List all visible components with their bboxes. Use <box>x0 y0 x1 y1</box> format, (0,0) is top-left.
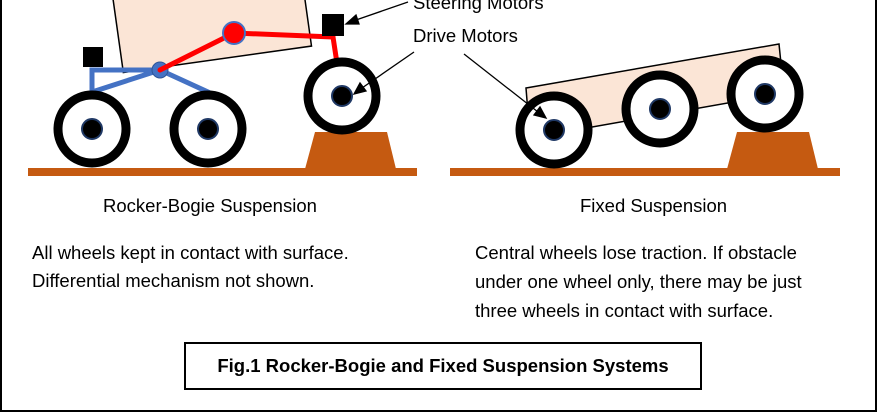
wheel <box>621 70 699 148</box>
drive-motors-arrow-left <box>352 51 415 95</box>
fixed-suspension-illustration <box>450 43 840 176</box>
fixed-description-line: under one wheel only, there may be just <box>475 271 802 292</box>
fixed-description-line: Central wheels lose traction. If obstacl… <box>475 242 797 263</box>
drive-motors-label: Drive Motors <box>413 25 518 46</box>
steering-motors-arrow <box>344 1 409 25</box>
ground-left <box>28 168 417 176</box>
wheel <box>53 90 131 168</box>
steering-motors-label: Steering Motors <box>413 0 544 13</box>
wheel <box>169 90 247 168</box>
rocker-bogie-illustration <box>28 0 417 176</box>
figure-caption-box: Fig.1 Rocker-Bogie and Fixed Suspension … <box>184 342 702 390</box>
steering-motor-left <box>83 47 103 67</box>
ground-right <box>450 168 840 176</box>
figure-caption: Fig.1 Rocker-Bogie and Fixed Suspension … <box>217 355 669 376</box>
fixed-description-line: three wheels in contact with surface. <box>475 300 774 321</box>
wheel <box>303 57 381 135</box>
rocker-bogie-description-line: Differential mechanism not shown. <box>32 270 315 291</box>
rocker-bogie-description-line: All wheels kept in contact with surface. <box>32 242 349 263</box>
rocker-bogie-title: Rocker-Bogie Suspension <box>103 195 317 216</box>
rocker-pivot <box>222 21 246 45</box>
obstacle-left <box>305 132 396 169</box>
wheel <box>726 55 804 133</box>
fixed-suspension-title: Fixed Suspension <box>580 195 728 216</box>
drive-motors-arrow-right <box>463 53 548 119</box>
obstacle-right <box>727 132 818 169</box>
steering-motor-right <box>322 14 344 36</box>
rover-body-left <box>112 0 313 74</box>
